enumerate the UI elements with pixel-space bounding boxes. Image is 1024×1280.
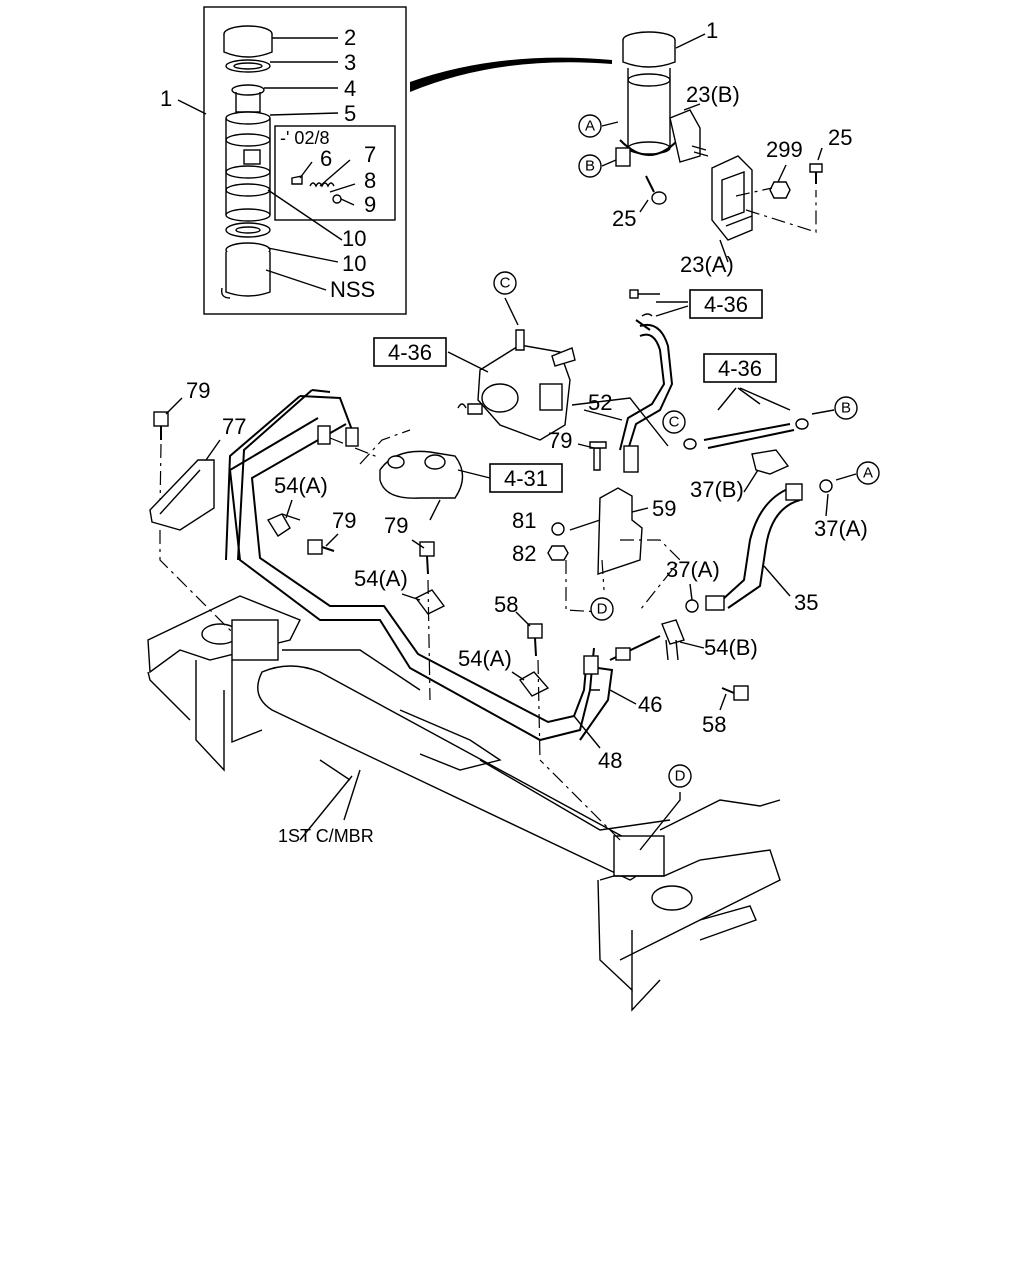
label-3: 3 [344,50,356,75]
detail-labels: 1 2 3 4 5 -' 02/8 6 7 8 9 10 10 NSS [160,25,376,302]
label-77: 77 [222,414,246,439]
label-58-right: 58 [702,712,726,737]
ref-box-4-36-top[interactable] [689,289,763,319]
detail-swoosh [410,57,612,92]
label-10b: 10 [342,251,366,276]
label-9: 9 [364,192,376,217]
ref-4-36-top[interactable]: 4-36 [704,292,748,317]
steering-gear [329,429,491,521]
label-48: 48 [598,748,622,773]
label-10a: 10 [342,226,366,251]
label-7: 7 [364,142,376,167]
label-37a-left: 37(A) [666,557,720,582]
label-82: 82 [512,541,536,566]
label-79-center: 79 [548,428,572,453]
label-leaders [165,397,829,821]
marker-b-top: B [585,158,595,175]
label-25-right: 25 [828,125,852,150]
label-35: 35 [794,590,818,615]
label-37b: 37(B) [690,477,744,502]
label-date-note: -' 02/8 [280,128,329,148]
bracket-59 [547,441,681,613]
hose-52 [619,319,674,473]
reservoir-assembly [601,31,823,263]
label-37a-right: 37(A) [814,516,868,541]
label-299: 299 [766,137,803,162]
label-detail-1: 1 [160,86,172,111]
label-54b: 54(B) [704,635,758,660]
pipe-lines [225,389,661,742]
label-2: 2 [344,25,356,50]
detail-box [177,6,407,315]
label-25-left: 25 [612,206,636,231]
marker-d-chassis: D [675,768,686,785]
marker-b-right: B [841,400,851,417]
label-79-mid: 79 [332,508,356,533]
label-54a-mid: 54(A) [354,566,408,591]
clamps-bolts [149,411,749,761]
marker-c-pump: C [500,275,511,292]
label-79-lower: 79 [384,513,408,538]
marker-a-top: A [585,118,595,135]
part-labels: 1 23(B) 299 25 25 23(A) 52 79 77 79 54(A… [186,18,868,846]
hose-35 [683,387,833,613]
ref-4-36-pump[interactable]: 4-36 [388,340,432,365]
ref-box-4-36-pump[interactable] [373,337,447,367]
label-54a-left: 54(A) [274,473,328,498]
label-79-left: 79 [186,378,210,403]
label-8: 8 [364,168,376,193]
marker-a-right: A [863,465,873,482]
label-52: 52 [588,390,612,415]
top-fittings [629,289,689,317]
chassis [147,595,781,1012]
ref-box-4-36-right[interactable] [703,353,777,383]
label-59: 59 [652,496,676,521]
label-58-center: 58 [494,592,518,617]
label-5: 5 [344,101,356,126]
label-54a-lower: 54(A) [458,646,512,671]
ref-4-36-right[interactable]: 4-36 [718,356,762,381]
label-81: 81 [512,508,536,533]
ref-4-31[interactable]: 4-31 [504,466,548,491]
marker-d-bracket: D [597,601,608,618]
label-23b: 23(B) [686,82,740,107]
circle-markers: A B C C B A D D [493,114,880,788]
label-1: 1 [706,18,718,43]
label-6: 6 [320,146,332,171]
label-4: 4 [344,76,356,101]
ref-box-4-31[interactable] [489,463,563,493]
marker-c-hose: C [669,414,680,431]
label-cross-member: 1ST C/MBR [278,826,374,846]
label-23a: 23(A) [680,252,734,277]
label-46: 46 [638,692,662,717]
ref-boxes[interactable]: 4-36 4-36 4-36 4-31 [373,289,777,493]
pump [447,297,669,447]
label-nss: NSS [330,277,375,302]
